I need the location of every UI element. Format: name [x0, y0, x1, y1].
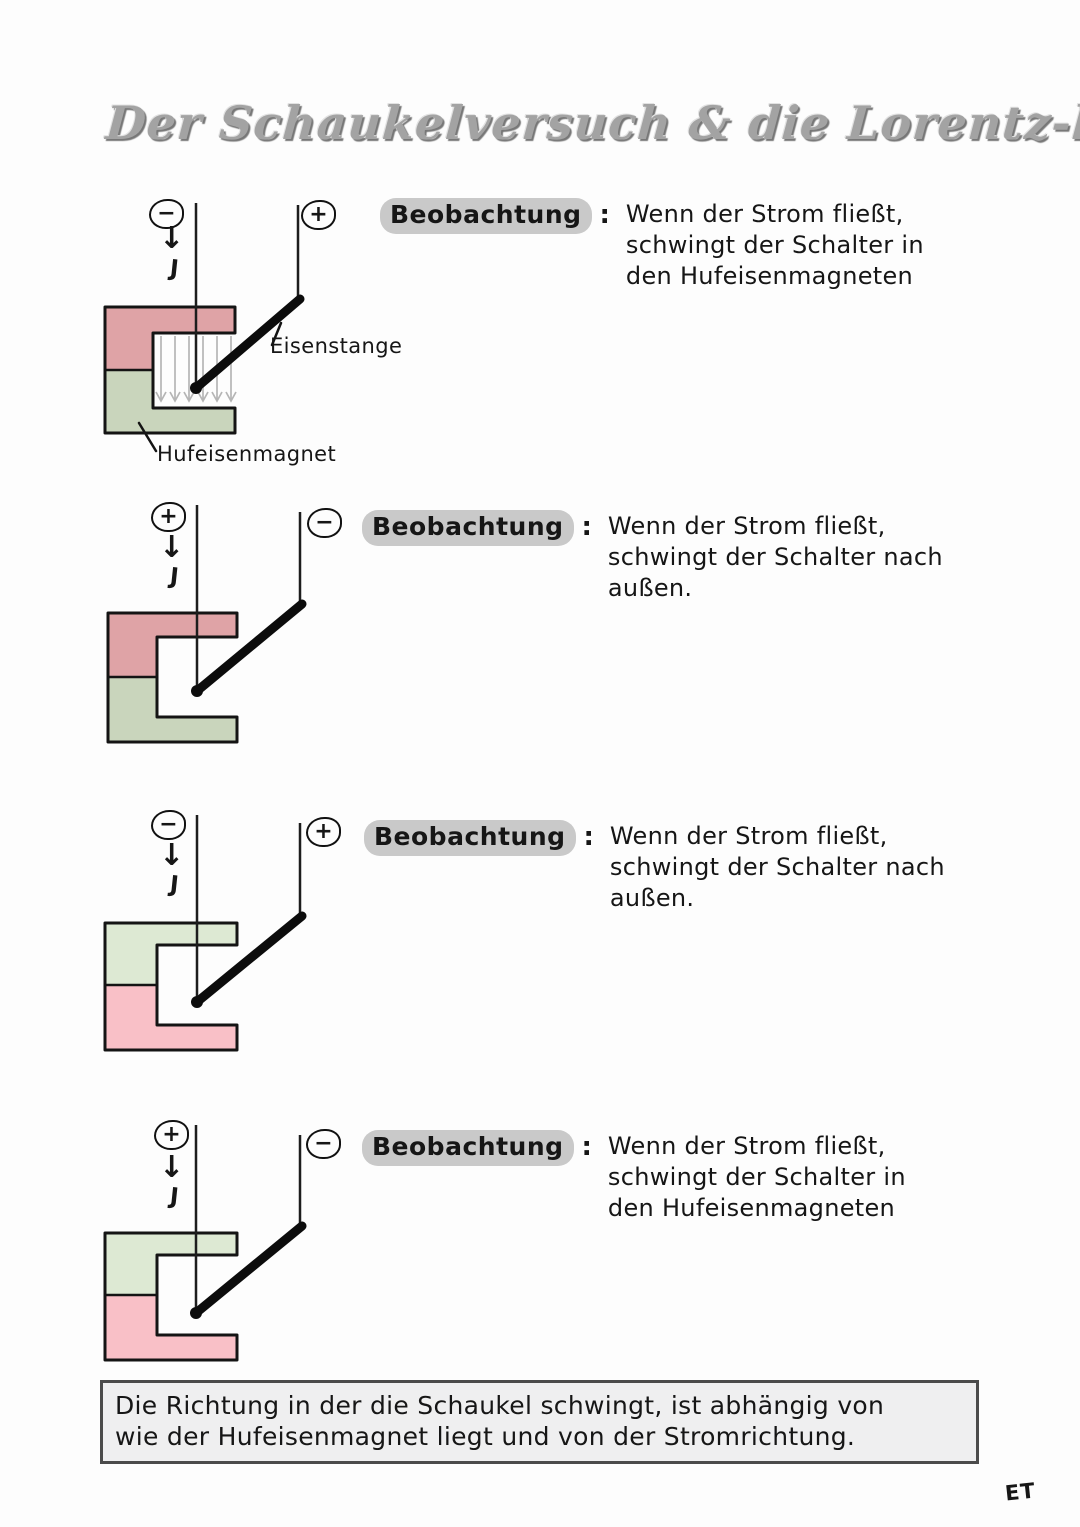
- eisenstange-pointer-line: [270, 321, 283, 347]
- observation-colon: :: [599, 200, 610, 230]
- magnet-top-pole: [105, 1233, 237, 1295]
- observation-text: Wenn der Strom fließt, schwingt der Scha…: [607, 512, 943, 602]
- diagram-4-drawing: [103, 1125, 307, 1362]
- positive-terminal: +: [154, 1120, 189, 1150]
- magnet-top-pole: [105, 307, 235, 370]
- conclusion-box: Die Richtung in der die Schaukel schwing…: [100, 1380, 979, 1464]
- iron-rod: [192, 599, 307, 696]
- positive-terminal: +: [151, 502, 186, 532]
- negative-terminal: −: [306, 1129, 341, 1159]
- magnet-bottom-pole: [108, 677, 237, 742]
- diagram-2-drawing: [106, 505, 307, 744]
- rod-joint-dot: [191, 685, 203, 697]
- current-direction-arrow: ↓: [159, 838, 185, 873]
- observation-block-1: Beobachtung : Wenn der Strom fließt, sch…: [380, 198, 1056, 292]
- horseshoe-magnet-outline: [103, 1231, 239, 1362]
- diagram-3-drawing: [103, 815, 307, 1052]
- observation-block-2: Beobachtung : Wenn der Strom fließt, sch…: [362, 510, 1038, 604]
- positive-terminal: +: [306, 817, 341, 847]
- current-direction-arrow: ↓: [159, 221, 185, 256]
- iron-rod: [191, 1221, 307, 1318]
- negative-terminal: −: [307, 508, 342, 538]
- observation-label: Beobachtung: [362, 510, 574, 546]
- current-direction-arrow: ↓: [159, 530, 185, 565]
- magnet-bottom-pole: [105, 1295, 237, 1360]
- iron-rod: [191, 294, 305, 393]
- magnet-bottom-pole: [105, 370, 235, 433]
- page-title: Der Schaukelversuch & die Lorentz-kraft: [104, 96, 1080, 150]
- experiment-diagram-4: + − ↓ J: [85, 1120, 415, 1370]
- rod-joint-dot: [190, 1307, 202, 1319]
- magnet-top-pole: [105, 923, 237, 985]
- positive-terminal: +: [301, 200, 336, 230]
- negative-terminal: −: [149, 199, 184, 229]
- experiment-diagram-1: − + ↓ J Eisenstange Hufeisenmagnet: [85, 195, 415, 475]
- observation-colon: :: [581, 512, 592, 542]
- hufeisenmagnet-label: Hufeisenmagnet: [157, 442, 337, 466]
- observation-label: Beobachtung: [364, 820, 576, 856]
- experiment-diagram-3: − + ↓ J: [85, 810, 415, 1060]
- iron-rod: [192, 911, 307, 1007]
- author-initials: ET: [1003, 1478, 1037, 1506]
- observation-text: Wenn der Strom fließt, schwingt der Scha…: [607, 1132, 906, 1222]
- negative-terminal: −: [151, 810, 186, 840]
- magnet-bottom-pole: [105, 985, 237, 1050]
- horseshoe-magnet-outline: [106, 611, 239, 744]
- experiment-diagram-2: + − ↓ J: [85, 500, 415, 750]
- observation-label: Beobachtung: [362, 1130, 574, 1166]
- observation-block-4: Beobachtung : Wenn der Strom fließt, sch…: [362, 1130, 1038, 1224]
- current-direction-arrow: ↓: [159, 1150, 185, 1185]
- horseshoe-magnet-outline: [103, 921, 239, 1052]
- observation-text: Wenn der Strom fließt, schwingt der Scha…: [609, 822, 945, 912]
- magnet-top-pole: [108, 613, 237, 677]
- diagram-1-drawing: [103, 203, 305, 453]
- horseshoe-magnet-outline: [103, 305, 237, 435]
- observation-block-3: Beobachtung : Wenn der Strom fließt, sch…: [364, 820, 1040, 914]
- rod-joint-dot: [191, 996, 203, 1008]
- observation-colon: :: [583, 822, 594, 852]
- observation-label: Beobachtung: [380, 198, 592, 234]
- eisenstange-label: Eisenstange: [270, 334, 403, 358]
- observation-colon: :: [581, 1132, 592, 1162]
- rod-joint-dot: [190, 382, 202, 394]
- hufeisenmagnet-pointer-line: [137, 421, 158, 453]
- observation-text: Wenn der Strom fließt, schwingt der Scha…: [625, 200, 924, 290]
